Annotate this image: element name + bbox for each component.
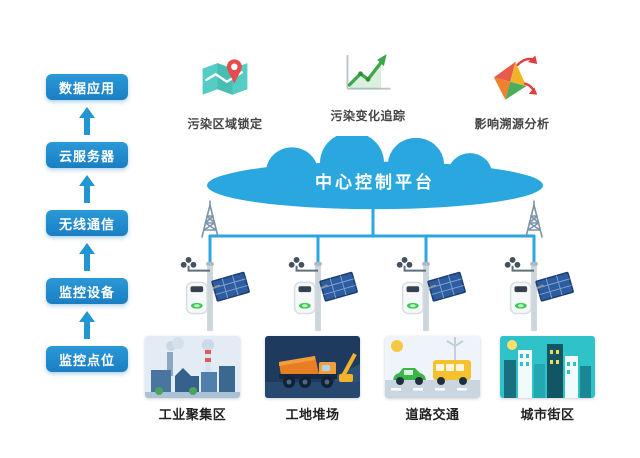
central-platform-title: 中心控制平台	[315, 173, 435, 192]
monitoring-device-graphic	[168, 257, 252, 335]
feature-label: 污染区域锁定	[187, 117, 263, 131]
construction-scene-image	[265, 336, 360, 398]
monitoring-device-graphic	[492, 257, 576, 335]
scene-industrial-area	[145, 336, 240, 398]
trend-chart-icon	[340, 42, 396, 98]
up-arrow-icon	[77, 168, 97, 210]
central-platform-cloud: 中心控制平台	[200, 136, 550, 212]
map-pin-icon	[197, 50, 253, 106]
signal-tower-icon	[521, 200, 547, 238]
stack-node-data-application: 数据应用	[46, 74, 128, 100]
feature-pollution-area-lock: 污染区域锁定	[165, 50, 285, 132]
up-arrow-icon	[77, 304, 97, 346]
feature-pollution-change-tracking: 污染变化追踪	[308, 42, 428, 124]
scene-road-traffic	[385, 336, 480, 398]
traffic-scene-image	[385, 336, 480, 398]
stack-node-monitoring-site: 监控点位	[46, 346, 128, 372]
industrial-scene-image	[145, 336, 240, 398]
process-stack: 数据应用 云服务器 无线通信 监控设备 监控点位	[46, 74, 128, 372]
monitoring-device-graphic	[384, 257, 468, 335]
scene-city-block	[500, 336, 595, 398]
monitoring-device-graphic	[276, 257, 360, 335]
scene-label-city-block: 城市街区	[520, 407, 575, 422]
scene-label-road-traffic: 道路交通	[405, 407, 460, 422]
scene-construction-yard	[265, 336, 360, 398]
stack-node-monitoring-device: 监控设备	[46, 278, 128, 304]
up-arrow-icon	[77, 236, 97, 278]
up-arrow-icon	[77, 100, 97, 142]
feature-source-tracing-analysis: 影响溯源分析	[452, 50, 572, 132]
feature-label: 影响溯源分析	[474, 117, 550, 131]
kite-arrows-icon	[484, 50, 540, 106]
stack-node-cloud-server: 云服务器	[46, 142, 128, 168]
stack-node-wireless-comm: 无线通信	[46, 210, 128, 236]
signal-tower-icon	[197, 200, 223, 238]
scene-label-construction-yard: 工地堆场	[285, 407, 340, 422]
city-scene-image	[500, 336, 595, 398]
feature-label: 污染变化追踪	[330, 109, 406, 123]
cloud-shape	[207, 136, 543, 210]
scene-label-industrial-area: 工业聚集区	[158, 407, 227, 422]
